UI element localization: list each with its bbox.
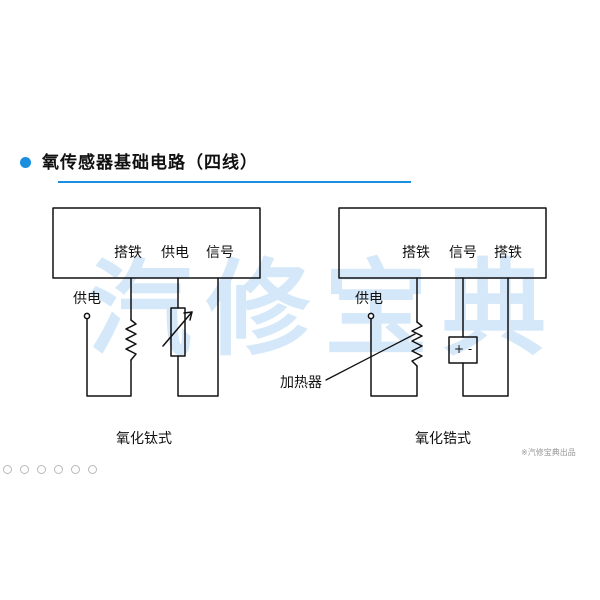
title-row: 氧传感器基础电路（四线）	[20, 148, 411, 184]
left-supply-terminal	[83, 312, 91, 320]
right-sensor-box	[338, 207, 547, 279]
right-pin-ground2-label: 搭铁	[494, 245, 522, 261]
zoom-icon[interactable]	[54, 465, 64, 474]
right-pin-signal-label: 信号	[449, 245, 477, 261]
signal-source-polarity: + -	[454, 342, 473, 356]
page-title: 氧传感器基础电路（四线）	[42, 153, 258, 173]
pen-icon[interactable]	[37, 465, 47, 474]
right-heater-resistor	[411, 321, 423, 367]
right-caption: 氧化锆式	[415, 431, 471, 447]
left-pin-ground-label: 搭铁	[114, 245, 142, 261]
left-pin-signal-label: 信号	[206, 245, 234, 261]
right-supply-wire	[370, 317, 418, 397]
next-slide-icon[interactable]	[20, 465, 30, 474]
left-sensor-box	[52, 207, 261, 279]
right-source-ground-loop	[462, 277, 509, 397]
source-credit: ※汽修宝典出品	[521, 448, 576, 457]
heater-label: 加热器	[280, 375, 322, 391]
left-supply-label: 供电	[73, 291, 101, 307]
grid-icon[interactable]	[71, 465, 81, 474]
left-caption: 氧化钛式	[116, 431, 172, 447]
right-pin-ground-label: 搭铁	[402, 245, 430, 261]
left-variable-arrowhead	[183, 311, 193, 321]
more-icon[interactable]	[88, 465, 98, 474]
slide-controls	[3, 459, 100, 478]
left-variable-arrow	[162, 311, 193, 347]
left-pin-power-label: 供电	[161, 245, 189, 261]
left-heater-resistor	[125, 319, 137, 361]
left-power-signal-loop	[177, 277, 219, 397]
right-supply-terminal	[367, 312, 375, 320]
right-supply-label: 供电	[355, 291, 383, 307]
left-variable-resistor	[170, 307, 186, 357]
bullet-icon	[20, 157, 31, 168]
prev-slide-icon[interactable]	[3, 465, 12, 474]
heater-pointer-line	[325, 333, 416, 381]
left-supply-wire	[86, 317, 132, 397]
watermark: 汽修宝典	[88, 248, 561, 370]
title-underline	[58, 181, 411, 183]
